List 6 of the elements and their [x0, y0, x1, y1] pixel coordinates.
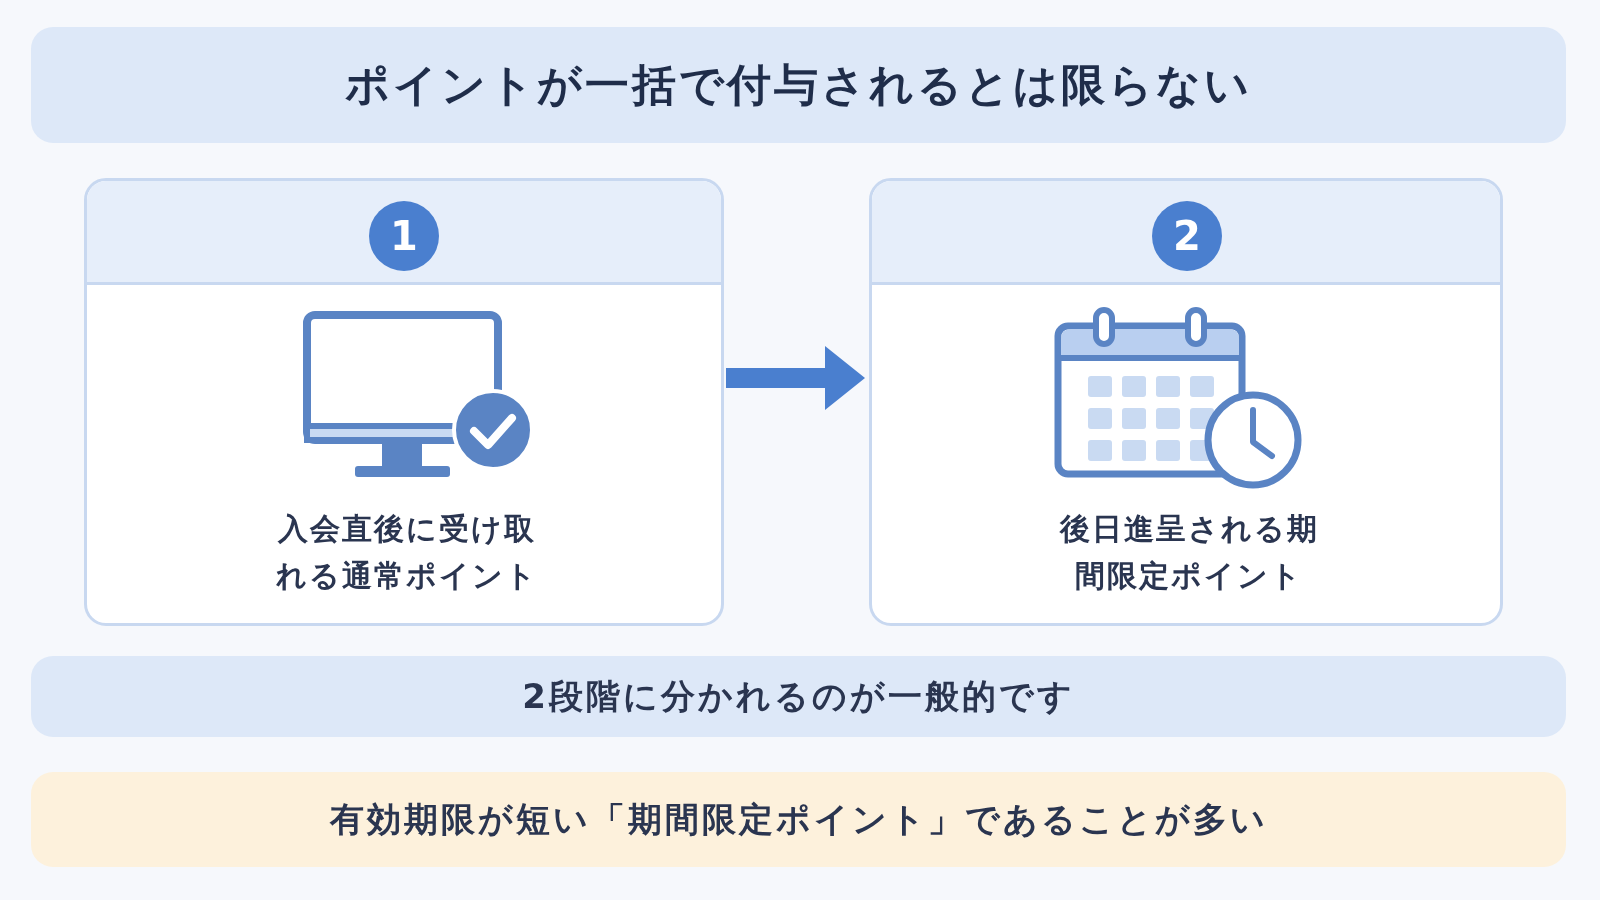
title-banner: ポイントが一括で付与されるとは限らない	[31, 27, 1566, 143]
note-banner: 2段階に分かれるのが一般的です	[31, 656, 1566, 737]
step-caption: 入会直後に受け取れる通常ポイント	[275, 510, 539, 595]
step-caption: 後日進呈される期間限定ポイント	[1058, 510, 1320, 595]
arrow	[726, 346, 865, 410]
note-banner: 有効期限が短い「期間限定ポイント」であることが多い	[31, 772, 1566, 867]
